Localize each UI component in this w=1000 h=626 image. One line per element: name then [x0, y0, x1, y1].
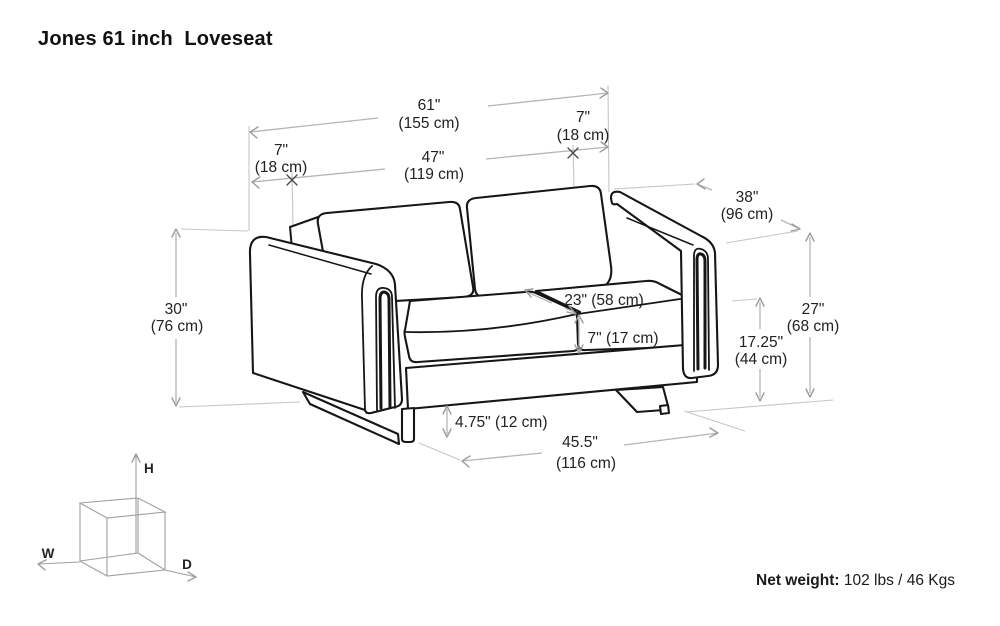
tick-x-icon [567, 147, 579, 159]
right-leg-foot [658, 403, 671, 416]
arrow-right-icon [187, 571, 197, 582]
dim-label-in: 30" [165, 301, 188, 318]
height-axis-label: H [144, 461, 154, 476]
right-arm-channel [693, 247, 710, 372]
dim-label-in: 17.25" [739, 334, 783, 351]
arrow-up-icon [574, 314, 584, 324]
dim-label-cm: (18 cm) [557, 127, 610, 144]
extension-line [725, 230, 799, 244]
dim-label-cm: (116 cm) [556, 455, 616, 472]
loveseat-illustration [248, 184, 720, 446]
width-axis-label: W [42, 546, 55, 561]
dimension-line [526, 291, 575, 313]
dim-arm-height: 27" (68 cm) [787, 232, 840, 398]
dim-overall-height: 30" (76 cm) [151, 228, 204, 407]
arrow-down-icon [755, 392, 765, 402]
extension-line [683, 410, 746, 432]
dim-overall-depth: 38" (96 cm) [696, 178, 801, 232]
dim-label-cm: (119 cm) [404, 166, 464, 183]
arrow-down-icon [171, 397, 181, 407]
right-arm [609, 190, 720, 380]
net-weight-label: Net weight: [756, 572, 840, 589]
dim-label-cm: (155 cm) [398, 115, 459, 132]
width-axis [37, 561, 81, 565]
arrow-left-icon [251, 176, 261, 189]
dim-label-in: 38" [736, 189, 759, 206]
dim-label-in: 47" [422, 149, 445, 166]
left-arm-shading-line [268, 244, 372, 275]
net-weight: Net weight: 102 lbs / 46 Kgs [756, 572, 955, 590]
dimension-line [249, 92, 609, 133]
dim-label-in: 7" [274, 142, 288, 159]
dim-label-in: 61" [418, 97, 441, 114]
seat-cushion-right-front-edge [577, 297, 688, 315]
extension-line [731, 298, 758, 302]
dim-label-in: 7" [576, 109, 590, 126]
seat-cushion-left-front-edge [404, 313, 578, 334]
extension-line [613, 183, 696, 190]
left-arm-channel-pill [378, 290, 392, 410]
dim-label: 23" (58 cm) [564, 292, 644, 309]
arrow-down-icon [574, 344, 584, 354]
back-cushion-right [465, 184, 613, 299]
dim-label: 4.75" (12 cm) [455, 414, 548, 431]
dim-label-in: 27" [802, 301, 825, 318]
cube-wireframe [78, 497, 167, 577]
arrow-left-icon [37, 559, 47, 571]
net-weight-value: 102 lbs / 46 Kgs [839, 572, 955, 589]
dim-label-cm: (68 cm) [787, 318, 840, 335]
dimension-line [461, 432, 719, 462]
left-leg-panel [301, 390, 401, 446]
depth-axis-label: D [182, 557, 192, 572]
dim-label-in: 45.5" [562, 434, 598, 451]
extension-line [180, 228, 249, 232]
arrow-back-icon [524, 288, 534, 298]
arrow-up-icon [171, 228, 181, 238]
right-arm-shading-line [626, 217, 694, 246]
arrow-down-icon [442, 428, 452, 438]
dim-seat-depth: 23" (58 cm) [524, 288, 644, 315]
dim-base-width: 45.5" (116 cm) [461, 427, 719, 472]
depth-axis [164, 569, 197, 578]
extension-line [607, 84, 610, 193]
dim-label-cm: (96 cm) [721, 206, 774, 223]
dim-cushion-thickness: 7" (17 cm) [574, 314, 659, 354]
arrow-right-icon [599, 87, 609, 99]
dim-width-split: 7" (18 cm) 47" (119 cm) 7" (18 cm) [251, 109, 610, 189]
seat-cushion-left [403, 290, 583, 364]
extension-line [178, 401, 301, 408]
base-frame [404, 342, 699, 411]
left-front-leg [400, 406, 416, 444]
right-arm-channel-pill [695, 252, 707, 371]
arrow-up-icon [131, 453, 141, 463]
arrow-up-icon [755, 297, 765, 307]
extension-lines [178, 84, 834, 461]
tick-x-icon [286, 174, 298, 186]
dimension-line [251, 146, 609, 183]
extension-line [418, 442, 461, 461]
arrow-right-icon [709, 427, 719, 438]
arrow-up-icon [442, 405, 452, 415]
arrow-left-icon [461, 455, 471, 468]
left-arm-front-edge [361, 265, 373, 410]
dim-leg-height: 4.75" (12 cm) [442, 405, 548, 438]
dim-label-cm: (76 cm) [151, 318, 204, 335]
arrow-left-icon [249, 126, 259, 139]
extension-line [685, 399, 834, 413]
dim-label-cm: (44 cm) [735, 351, 788, 368]
arrow-front-icon [566, 305, 577, 315]
arrow-back-icon [696, 178, 706, 190]
dim-label-cm: (18 cm) [255, 159, 308, 176]
page-title: Jones 61 inch Loveseat [38, 28, 273, 50]
dim-label: 7" (17 cm) [588, 330, 659, 347]
arrow-front-icon [790, 223, 801, 232]
arrow-right-icon [599, 141, 609, 153]
dim-overall-width: 61" (155 cm) [249, 87, 609, 139]
dim-seat-height: 17.25" (44 cm) [735, 297, 788, 402]
arrow-up-icon [805, 232, 815, 242]
orientation-cube: H W D [37, 453, 197, 582]
left-arm-channel [375, 287, 396, 411]
arrow-down-icon [805, 388, 815, 398]
